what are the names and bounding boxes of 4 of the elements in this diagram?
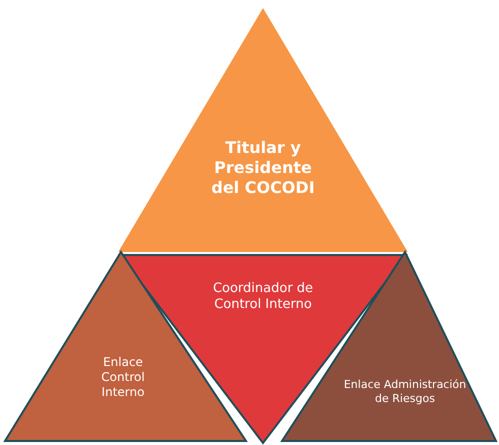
triangle-label: Enlace Administración de Riesgos xyxy=(342,378,468,406)
triangle-label: Titular y Presidente del COCODI xyxy=(210,138,316,198)
triangle-label: Enlace Control Interno xyxy=(100,355,146,400)
triangle-label: Coordinador de Control Interno xyxy=(212,281,314,314)
